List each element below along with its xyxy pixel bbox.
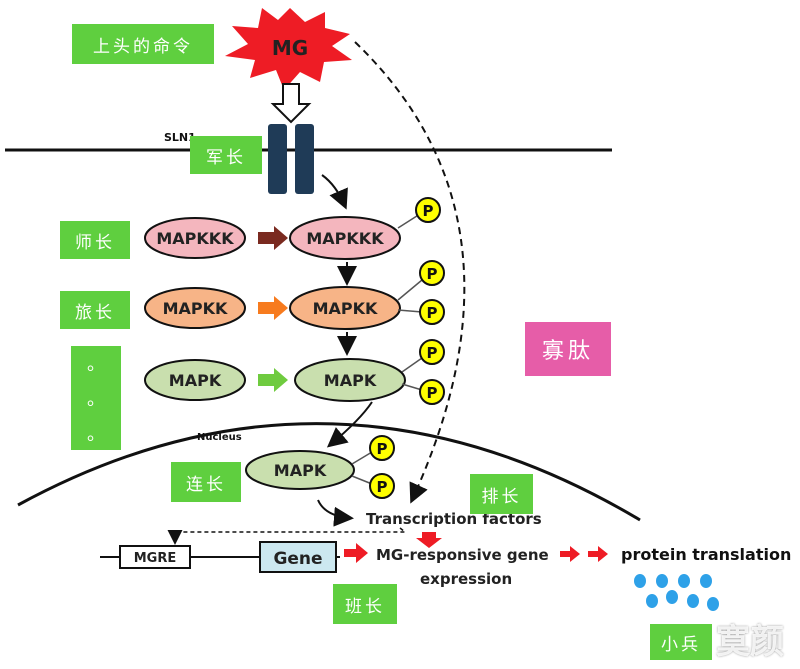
phospho-mapkkk xyxy=(415,197,441,223)
nuclear-envelope xyxy=(17,422,641,522)
red-down-arrow-icon xyxy=(416,532,442,548)
red-arrow-2-icon xyxy=(588,546,608,562)
right-mapkkk-label: MAPKKK xyxy=(306,229,384,248)
phospho-nuclear-2 xyxy=(369,473,395,499)
left-mapkkk xyxy=(144,217,246,259)
phospho-label: P xyxy=(377,478,388,496)
red-arrow-gene-icon xyxy=(344,543,368,563)
label-soldier: 小兵 xyxy=(650,624,712,660)
right-mapk xyxy=(294,358,406,402)
right-mapkk-label: MAPKK xyxy=(313,299,378,318)
phospho-mapk-1 xyxy=(419,339,445,365)
phospho-label: P xyxy=(427,265,438,283)
mgre-label: MGRE xyxy=(134,551,177,566)
arrow-mapk-icon xyxy=(258,368,288,392)
phospho-mapkk-2 xyxy=(419,299,445,325)
phospho-label: P xyxy=(377,440,388,458)
left-mapk xyxy=(144,359,246,401)
gene-label: Gene xyxy=(273,549,322,569)
expression-line1: MG-responsive gene xyxy=(376,546,549,564)
arrow-into-nucleus xyxy=(326,401,373,448)
mgre-box xyxy=(119,545,191,569)
ellipsis-dot: 。 xyxy=(87,354,105,376)
phospho-label: P xyxy=(427,344,438,362)
arrow-to-tf xyxy=(317,499,354,527)
receptor-left xyxy=(268,124,287,194)
label-top-command: 上头的命令 xyxy=(72,24,214,64)
receptor-arrow xyxy=(321,174,348,210)
left-mapkk-label: MAPKK xyxy=(163,299,228,318)
transcription-factors-label: Transcription factors xyxy=(366,510,542,528)
label-battalion: 排长 xyxy=(470,474,533,514)
label-squad: 班长 xyxy=(333,584,397,624)
label-ellipsis: 。 。 。 xyxy=(71,346,121,450)
ellipsis-dot: 。 xyxy=(87,423,105,445)
mg-dashed-arrow xyxy=(354,41,466,504)
phospho-label: P xyxy=(427,304,438,322)
phospho-label: P xyxy=(423,202,434,220)
ellipsis-dot: 。 xyxy=(87,388,105,410)
left-mapk-label: MAPK xyxy=(169,371,222,390)
mg-signal-burst xyxy=(225,8,352,90)
right-mapkkk xyxy=(289,216,401,260)
right-mapkk xyxy=(289,286,401,330)
label-company: 连长 xyxy=(171,462,241,502)
red-arrow-1-icon xyxy=(560,546,580,562)
expression-line2: expression xyxy=(420,570,512,588)
phospho-mapk-2 xyxy=(419,379,445,405)
gene-box xyxy=(259,541,337,573)
nuclear-mapk-label: MAPK xyxy=(274,461,327,480)
receptor-label: SLN1 xyxy=(164,131,196,144)
left-mapkk xyxy=(144,287,246,329)
nuclear-mapk xyxy=(245,450,355,490)
left-mapkkk-label: MAPKKK xyxy=(156,229,234,248)
mg-label: MG xyxy=(272,36,308,60)
watermark: 寞颜 xyxy=(716,622,784,662)
phospho-nuclear-1 xyxy=(369,435,395,461)
label-brigade: 旅长 xyxy=(60,291,130,329)
label-division: 师长 xyxy=(60,221,130,259)
phospho-label: P xyxy=(427,384,438,402)
arrow-mapkk-icon xyxy=(258,296,288,320)
protein-dots xyxy=(634,574,719,611)
label-army: 军长 xyxy=(190,136,262,174)
right-mapk-label: MAPK xyxy=(324,371,377,390)
peptide-box: 寡肽 xyxy=(525,322,611,376)
nucleus-label: Nucleus xyxy=(197,432,242,443)
phospho-mapkk-1 xyxy=(419,260,445,286)
protein-translation-label: protein translation xyxy=(621,545,791,564)
signal-arrow-icon xyxy=(270,83,312,124)
receptor-right xyxy=(295,124,314,194)
arrow-mapkkk-icon xyxy=(258,226,288,250)
tf-to-mgre-arrow xyxy=(167,527,408,545)
